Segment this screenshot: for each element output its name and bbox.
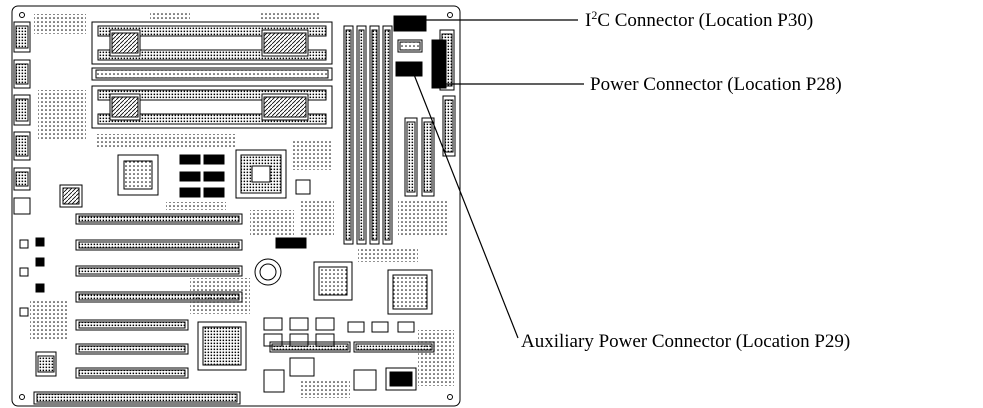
callout-power-connector: Power Connector (Location P28) bbox=[590, 74, 842, 95]
io-controller-chip bbox=[387, 269, 433, 315]
callout-i2c-prefix: I bbox=[585, 10, 592, 31]
callout-i2c-suffix: C Connector (Location P30) bbox=[597, 10, 814, 31]
north-bridge-chip bbox=[117, 154, 159, 196]
callout-i2c-connector: I2C Connector (Location P30) bbox=[585, 8, 814, 31]
south-bridge-chip bbox=[313, 261, 353, 301]
board-outline bbox=[11, 5, 461, 407]
rear-io-panel bbox=[13, 21, 31, 215]
memory-slots bbox=[343, 25, 393, 245]
processor-slot-2 bbox=[91, 85, 333, 129]
callout-aux-power-connector: Auxiliary Power Connector (Location P29) bbox=[521, 331, 851, 352]
leader-line-aux-power bbox=[412, 71, 519, 339]
callout-i2c-superscript: 2 bbox=[591, 8, 598, 22]
expansion-slots bbox=[33, 213, 435, 405]
callout-leader-lines bbox=[412, 19, 584, 339]
processor-socket bbox=[235, 149, 287, 199]
processor-slot-1 bbox=[91, 21, 333, 65]
i2c-connector-p30 bbox=[393, 15, 427, 32]
battery-icon bbox=[254, 258, 282, 286]
aux-power-connector-p29 bbox=[395, 61, 423, 77]
pci-bridge-chip bbox=[197, 321, 247, 371]
power-connector-p28 bbox=[431, 39, 447, 89]
small-ics bbox=[179, 154, 415, 393]
